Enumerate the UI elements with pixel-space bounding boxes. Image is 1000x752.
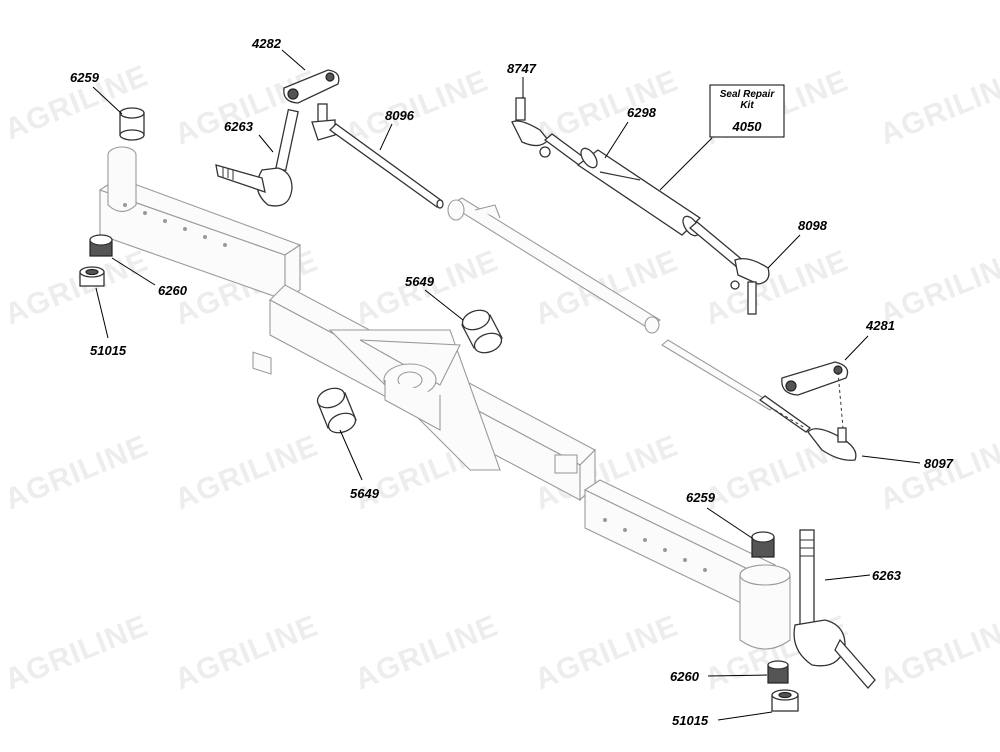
seal-kit-line1: Seal Repair	[720, 89, 776, 100]
label-6259-bottom: 6259	[686, 490, 716, 505]
watermark: AGRILINE	[875, 609, 1000, 696]
label-6259-top: 6259	[70, 70, 100, 85]
label-4282: 4282	[251, 36, 282, 51]
watermark: AGRILINE	[700, 244, 853, 331]
watermark: AGRILINE	[350, 609, 503, 696]
watermark: AGRILINE	[0, 609, 153, 696]
watermark: AGRILINE	[530, 609, 683, 696]
bushing-6259-right	[751, 531, 775, 558]
centre-axle-beam	[269, 284, 596, 502]
label-5649-bottom: 5649	[350, 486, 380, 501]
label-8747: 8747	[507, 61, 537, 76]
bushing-6259-left	[119, 107, 145, 141]
watermark: AGRILINE	[170, 429, 323, 516]
label-8098: 8098	[798, 218, 828, 233]
steering-arm-4282	[283, 69, 340, 104]
label-6260-left: 6260	[158, 283, 188, 298]
washer-51015-left	[79, 266, 105, 287]
watermark: AGRILINE	[0, 244, 153, 331]
seal-repair-kit-box: Seal Repair Kit 4050	[709, 84, 785, 138]
steering-spindle-right	[793, 529, 876, 689]
label-4281: 4281	[865, 318, 895, 333]
label-8097: 8097	[924, 456, 954, 471]
label-51015-bottom: 51015	[672, 713, 709, 728]
label-6298: 6298	[627, 105, 657, 120]
label-8096: 8096	[385, 108, 415, 123]
watermark: AGRILINE	[170, 609, 323, 696]
label-4050: 4050	[732, 119, 763, 134]
right-axle-extension	[583, 479, 791, 650]
watermark: AGRILINE	[875, 429, 1000, 516]
watermark-layer: AGRILINE AGRILINE AGRILINE AGRILINE AGRI…	[0, 59, 1000, 696]
seal-kit-line2: Kit	[740, 100, 754, 111]
label-6263-bottom: 6263	[872, 568, 902, 583]
bushing-5649-bottom	[316, 387, 357, 434]
watermark: AGRILINE	[875, 64, 1000, 151]
washer-51015-right	[771, 689, 799, 712]
steering-spindle-left	[215, 108, 299, 207]
label-6260-bottom: 6260	[670, 669, 700, 684]
watermark: AGRILINE	[340, 64, 493, 151]
steering-arm-4281	[781, 361, 849, 396]
bushing-6260-right	[767, 660, 789, 684]
watermark: AGRILINE	[170, 64, 323, 151]
bushing-5649-top	[461, 309, 503, 354]
tie-rod-end-8096	[311, 103, 444, 209]
tie-tube-faint	[447, 197, 776, 411]
bushing-6260-left	[89, 234, 113, 257]
label-51015-left: 51015	[90, 343, 127, 358]
watermark: AGRILINE	[0, 429, 153, 516]
label-5649-top: 5649	[405, 274, 435, 289]
leader-lines	[92, 49, 921, 721]
left-axle-extension	[98, 146, 302, 375]
part-labels: 6259 4282 6263 8096 8747 6298 8098 6260 …	[70, 36, 954, 728]
steering-cylinder-6298	[511, 97, 770, 315]
label-6263-top: 6263	[224, 119, 254, 134]
tie-rod-end-8097	[758, 371, 857, 461]
